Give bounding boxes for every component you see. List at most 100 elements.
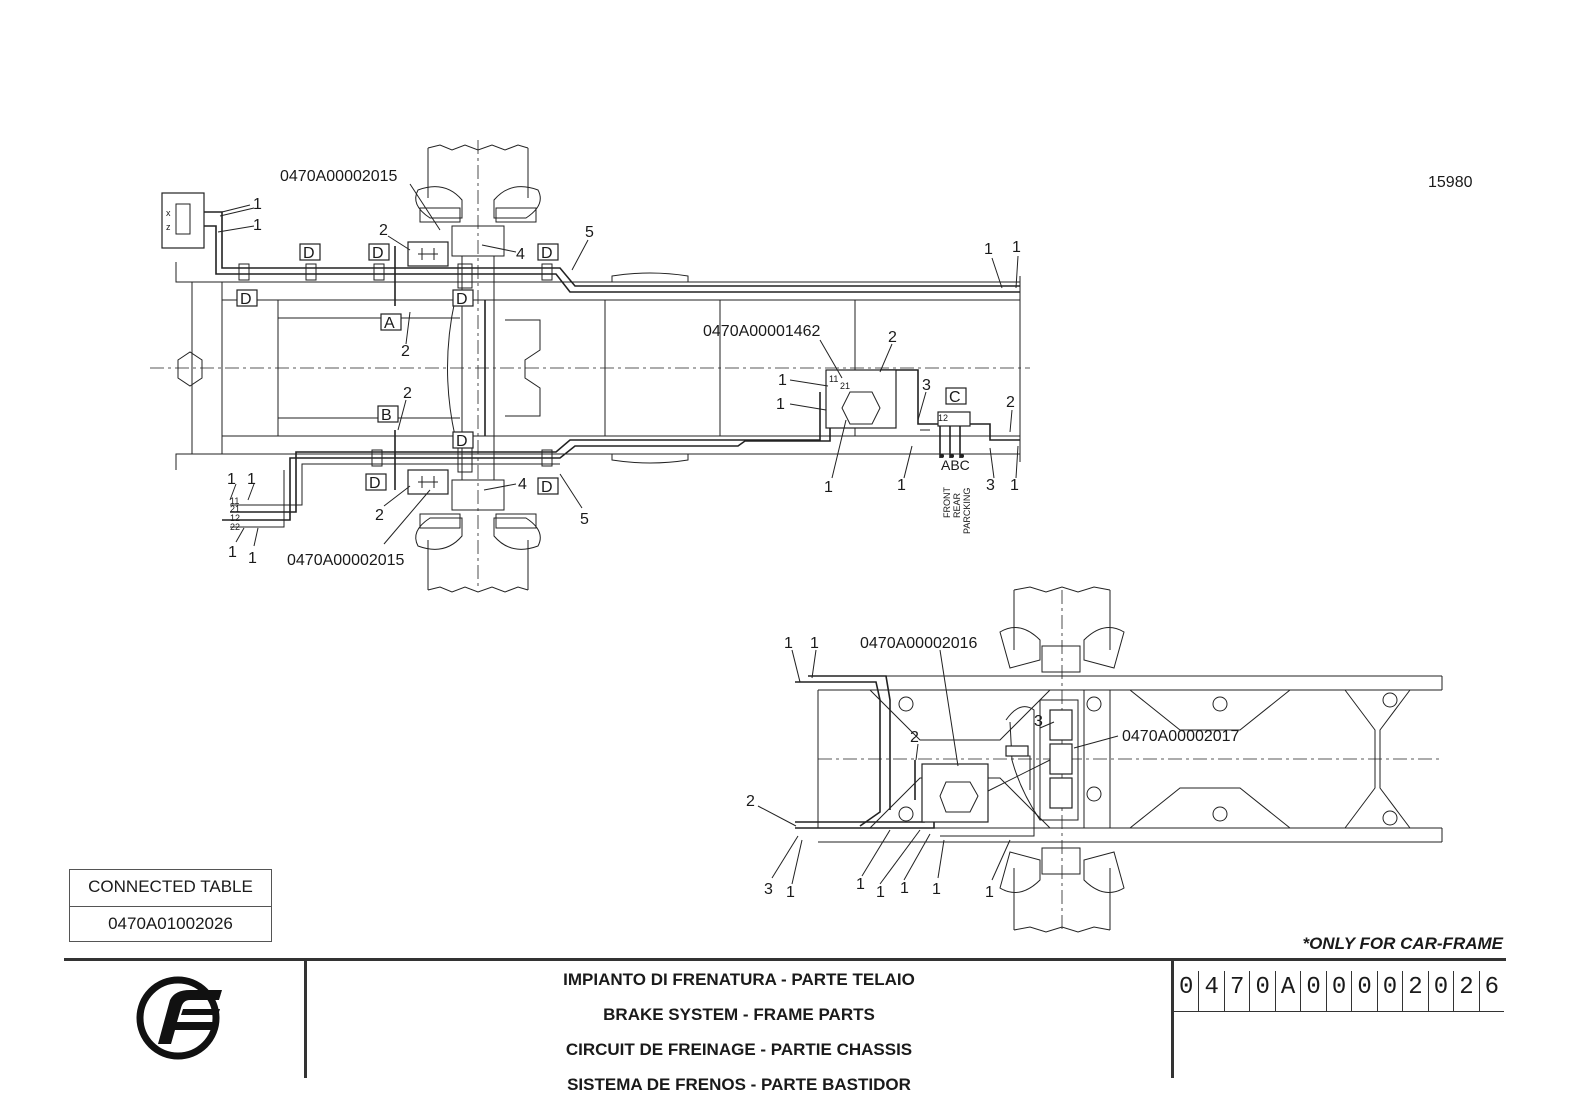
svg-text:ABC: ABC: [941, 457, 970, 473]
top-view-labels: 0470A00002015 0470A00001462 0470A0000201…: [227, 168, 1021, 569]
drawing-number-char: 2: [1402, 971, 1427, 1011]
drawing-number-char: 0: [1351, 971, 1376, 1011]
drawing-number-char: 0: [1249, 971, 1274, 1011]
connected-table-value: 0470A01002026: [70, 906, 271, 943]
drawing-number-char: 0: [1325, 971, 1351, 1011]
svg-text:1: 1: [786, 884, 795, 901]
svg-text:D: D: [456, 291, 468, 308]
svg-text:4: 4: [518, 476, 527, 493]
connected-table: CONNECTED TABLE 0470A01002026: [69, 869, 272, 942]
svg-text:z: z: [166, 222, 171, 232]
svg-text:B: B: [381, 407, 392, 424]
car-frame-note: *ONLY FOR CAR-FRAME: [1302, 934, 1503, 953]
svg-text:3: 3: [764, 881, 773, 898]
top-view-pipes: [190, 204, 1020, 528]
svg-text:FRONT: FRONT: [942, 487, 952, 518]
svg-text:2: 2: [888, 329, 897, 346]
top-view-frame: [150, 262, 1030, 470]
drawing-number-char: 0: [1179, 974, 1194, 1001]
svg-text:1: 1: [856, 876, 865, 893]
svg-text:0470A00001462: 0470A00001462: [703, 323, 821, 340]
svg-text:D: D: [303, 245, 315, 262]
title-block: IMPIANTO DI FRENATURA - PARTE TELAIO BRA…: [64, 958, 1506, 1094]
svg-text:C: C: [949, 389, 961, 406]
connected-table-header: CONNECTED TABLE: [88, 877, 253, 896]
title-english: BRAKE SYSTEM - FRAME PARTS: [603, 1005, 875, 1024]
svg-text:1: 1: [932, 881, 941, 898]
drawing-number-char: 0: [1300, 971, 1325, 1011]
svg-text:1: 1: [985, 884, 994, 901]
detail-view-labels: 0470A00002016 0470A00002017 1 1 2 3 2 3 …: [746, 635, 1240, 901]
svg-text:4: 4: [516, 246, 525, 263]
svg-text:1: 1: [810, 635, 819, 652]
drawing-number-char: 7: [1223, 971, 1249, 1011]
reference-number: 15980: [1428, 174, 1473, 191]
svg-text:3: 3: [922, 377, 931, 394]
top-view-leaders: [217, 183, 1019, 547]
detail-view-pipes: [795, 675, 1051, 837]
pipe-clamps: [238, 263, 553, 473]
svg-text:2: 2: [910, 729, 919, 746]
svg-text:PARCKING: PARCKING: [962, 488, 972, 534]
svg-text:21: 21: [840, 381, 850, 391]
drawing-number-char: 6: [1478, 971, 1504, 1011]
drawing-number-char: 0: [1376, 971, 1402, 1011]
svg-text:D: D: [369, 475, 381, 492]
svg-text:22: 22: [230, 522, 240, 532]
svg-text:12: 12: [230, 513, 240, 523]
drawing-number-char: 0: [1427, 971, 1453, 1011]
svg-text:11: 11: [230, 496, 239, 506]
svg-text:2: 2: [401, 343, 410, 360]
svg-text:1: 1: [1012, 239, 1021, 256]
svg-text:0470A00002015: 0470A00002015: [280, 168, 398, 185]
svg-text:1: 1: [228, 544, 237, 561]
svg-text:1: 1: [247, 471, 256, 488]
svg-text:1: 1: [900, 880, 909, 897]
svg-text:D: D: [541, 479, 553, 496]
title-italian: IMPIANTO DI FRENATURA - PARTE TELAIO: [563, 970, 915, 989]
svg-text:1: 1: [784, 635, 793, 652]
company-logo: [136, 976, 222, 1060]
front-axle-wheels: [415, 140, 541, 593]
svg-text:3: 3: [1034, 713, 1043, 730]
detail-view-leaders: [757, 649, 1119, 885]
svg-text:1: 1: [778, 372, 787, 389]
svg-text:2: 2: [746, 793, 755, 810]
top-view-box-labels: D D D D D D D D A B C: [236, 243, 967, 496]
svg-text:0470A00002016: 0470A00002016: [860, 635, 978, 652]
svg-text:5: 5: [580, 511, 589, 528]
svg-text:1: 1: [253, 196, 262, 213]
svg-text:1: 1: [824, 479, 833, 496]
svg-text:D: D: [541, 245, 553, 262]
drawing-number-char: 4: [1198, 971, 1223, 1011]
svg-text:1: 1: [227, 471, 236, 488]
detail-view-frame: [817, 586, 1443, 933]
svg-text:0470A00002017: 0470A00002017: [1122, 728, 1240, 745]
svg-text:21: 21: [230, 504, 240, 514]
svg-text:1: 1: [776, 396, 785, 413]
title-block-logo-cell: [64, 961, 307, 1078]
svg-text:1: 1: [897, 477, 906, 494]
title-french: CIRCUIT DE FREINAGE - PARTIE CHASSIS: [565, 1040, 913, 1059]
svg-text:5: 5: [585, 224, 594, 241]
svg-text:1: 1: [984, 241, 993, 258]
svg-text:12: 12: [938, 413, 948, 423]
svg-text:D: D: [372, 245, 384, 262]
svg-text:0470A00002015: 0470A00002015: [287, 552, 405, 569]
svg-text:REAR: REAR: [952, 492, 962, 518]
svg-text:2: 2: [375, 507, 384, 524]
svg-text:3: 3: [986, 477, 995, 494]
top-view-components: x z 11 21 12: [161, 192, 971, 495]
svg-text:11: 11: [829, 374, 838, 384]
svg-text:1: 1: [248, 550, 257, 567]
svg-text:1: 1: [876, 884, 885, 901]
svg-text:1: 1: [1010, 477, 1019, 494]
title-spanish: SISTEMA DE FRENOS - PARTE BASTIDOR: [567, 1075, 911, 1094]
svg-text:2: 2: [379, 222, 388, 239]
drawing-number: 0 4 7 0 A 0 0 0 0 2 0 2 6: [1174, 971, 1504, 1012]
svg-text:D: D: [456, 433, 468, 450]
svg-text:2: 2: [1006, 394, 1015, 411]
svg-text:A: A: [384, 315, 395, 332]
svg-text:x: x: [166, 208, 171, 218]
